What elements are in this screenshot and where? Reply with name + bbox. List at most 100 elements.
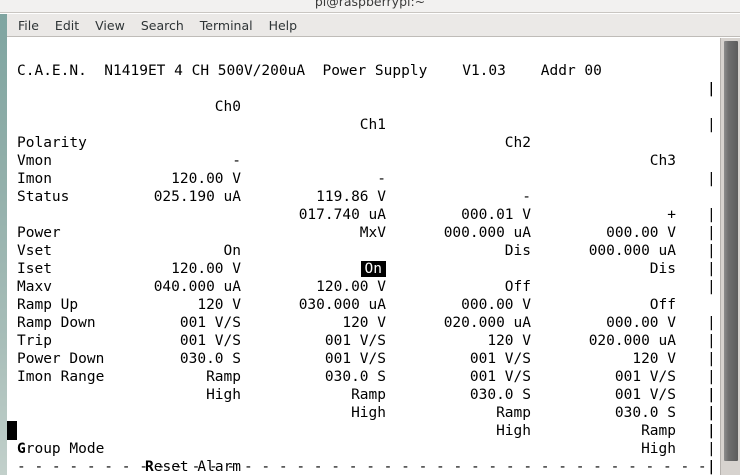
cell-ch0[interactable]: High [206, 387, 241, 403]
border-pipe: | [707, 225, 716, 241]
cell-ch2[interactable]: 030.0 S [469, 387, 531, 403]
hotkey-letter: G [17, 441, 26, 457]
cell-ch2[interactable]: 001 V/S [469, 351, 531, 367]
cell-ch2[interactable]: 020.000 uA [443, 315, 531, 331]
selected-value[interactable]: On [360, 261, 386, 277]
cell-ch1[interactable]: MxV [359, 225, 386, 241]
cell-ch3[interactable]: 030.0 S [614, 405, 676, 421]
cell-ch2[interactable]: 120 V [487, 333, 531, 349]
cell-ch1[interactable]: 017.740 uA [298, 207, 386, 223]
cell-ch0[interactable]: On [223, 243, 241, 259]
cell-ch3[interactable]: + [667, 207, 676, 223]
border-pipe: | [707, 459, 716, 475]
border-pipe: | [707, 333, 716, 349]
border-pipe: | [707, 423, 716, 439]
cell-ch2[interactable]: - [522, 189, 531, 205]
cell-ch1[interactable]: - [377, 171, 386, 187]
cell-ch3[interactable]: 000.000 uA [588, 243, 676, 259]
cell-ch1[interactable]: 120.00 V [316, 279, 386, 295]
terminal-screen[interactable]: C.A.E.N. N1419ET 4 CH 500V/200uA Power S… [7, 38, 720, 475]
cell-ch0[interactable]: Ramp [206, 369, 241, 385]
border-pipe: | [707, 243, 716, 259]
cell-ch3[interactable]: Off [649, 297, 676, 313]
table-row-trip: Trip 030.0 S 030.0 S 030.0 S 030.0 S | [7, 314, 720, 439]
cell-ch0[interactable]: 001 V/S [179, 333, 241, 349]
border-pipe: | [707, 423, 716, 439]
cell-ch2[interactable]: High [496, 423, 531, 439]
cell-ch3[interactable]: 000.00 V [606, 315, 676, 331]
border-pipe: | [707, 387, 716, 403]
table-row-polarity: Polarity - - - + | [7, 116, 720, 241]
border-pipe: | [707, 315, 716, 331]
row-label: Power Down [17, 351, 105, 367]
cell-ch1[interactable]: 001 V/S [324, 351, 386, 367]
cell-ch3[interactable]: High [641, 441, 676, 457]
cell-ch2[interactable]: 000.01 V [461, 207, 531, 223]
menu-item-terminal[interactable]: Terminal [199, 17, 253, 33]
table-row-vset: Vset 120.00 V 120.00 V 000.00 V 000.00 V… [7, 224, 720, 349]
terminal-scrollbar[interactable] [720, 38, 740, 475]
table-row-maxv: Maxv 120 V 120 V 120 V 120 V | [7, 260, 720, 385]
column-header-ch1: Ch1 [359, 117, 386, 133]
cell-ch0[interactable]: 120.00 V [171, 171, 241, 187]
row-label: Iset [17, 261, 52, 277]
row-label: Vmon [17, 153, 52, 169]
terminal-line-blank-2: | [7, 98, 720, 133]
cell-ch2[interactable]: 000.000 uA [443, 225, 531, 241]
terminal-line-blank-5: | [7, 386, 720, 421]
cell-ch2[interactable]: Off [504, 279, 531, 295]
cell-ch0[interactable]: 040.000 uA [153, 279, 241, 295]
row-label: Ramp Up [17, 297, 79, 313]
table-row-imon-range: Imon Range High High High High | [7, 350, 720, 475]
cell-ch0[interactable]: 025.190 uA [153, 189, 241, 205]
row-label: Trip [17, 333, 52, 349]
cell-ch0[interactable]: 120.00 V [171, 261, 241, 277]
cell-ch3[interactable]: 020.000 uA [588, 333, 676, 349]
cell-ch1[interactable]: High [351, 405, 386, 421]
menu-item-file[interactable]: File [18, 17, 39, 33]
cell-ch0[interactable]: - [232, 153, 241, 169]
command-group-mode[interactable]: Group Mode [17, 440, 104, 458]
cell-ch3[interactable]: 001 V/S [614, 387, 676, 403]
border-pipe: | [707, 261, 716, 277]
cell-ch0[interactable]: 001 V/S [179, 315, 241, 331]
terminal-line-blank-7: | [7, 440, 720, 475]
cell-ch1[interactable]: 030.0 S [324, 369, 386, 385]
cell-ch2[interactable]: Dis [504, 243, 531, 259]
cell-ch3[interactable]: 001 V/S [614, 369, 676, 385]
border-pipe: | [707, 441, 716, 457]
cell-ch1[interactable]: 120 V [342, 315, 386, 331]
cell-ch3[interactable]: Ramp [641, 423, 676, 439]
cell-ch2[interactable]: Ramp [496, 405, 531, 421]
cell-ch2[interactable]: 001 V/S [469, 369, 531, 385]
cell-ch1[interactable]: 119.86 V [316, 189, 386, 205]
cell-ch3[interactable]: 120 V [632, 351, 676, 367]
cell-ch0[interactable]: 030.0 S [179, 351, 241, 367]
cell-ch1[interactable]: Ramp [351, 387, 386, 403]
row-label: Power [17, 225, 61, 241]
border-pipe: | [707, 405, 716, 421]
terminal-line-blank-1: | [7, 62, 720, 97]
menu-item-search[interactable]: Search [140, 17, 184, 33]
menu-item-edit[interactable]: Edit [54, 17, 80, 33]
cell-ch3[interactable]: 000.00 V [606, 225, 676, 241]
table-row-ramp-up: Ramp Up 001 V/S 001 V/S 001 V/S 001 V/S … [7, 278, 720, 403]
cell-ch3[interactable]: Dis [649, 261, 676, 277]
scrollbar-thumb[interactable] [724, 41, 738, 461]
cell-ch1[interactable]: 030.000 uA [298, 297, 386, 313]
terminal-line-blank-3: | [7, 188, 720, 223]
border-pipe: | [707, 351, 716, 367]
terminal-left-border [0, 14, 7, 475]
terminal-cursor [7, 421, 17, 440]
menu-item-help[interactable]: Help [268, 17, 298, 33]
cell-ch0[interactable]: 120 V [197, 297, 241, 313]
menu-bar: File Edit View Search Terminal Help [0, 14, 740, 37]
cell-ch1[interactable]: 001 V/S [324, 333, 386, 349]
window-titlebar[interactable]: pi@raspberrypi:~ [0, 0, 740, 13]
cell-ch2[interactable]: 000.00 V [461, 297, 531, 313]
command-reset-alarm[interactable]: Reset Alarm [145, 458, 241, 475]
row-label: Status [17, 189, 70, 205]
menu-item-view[interactable]: View [95, 17, 125, 33]
cell-ch1-selected[interactable]: On [262, 260, 386, 278]
terminal-line-channel-headers: Ch0 Ch1 Ch2 Ch3 | [7, 80, 720, 187]
